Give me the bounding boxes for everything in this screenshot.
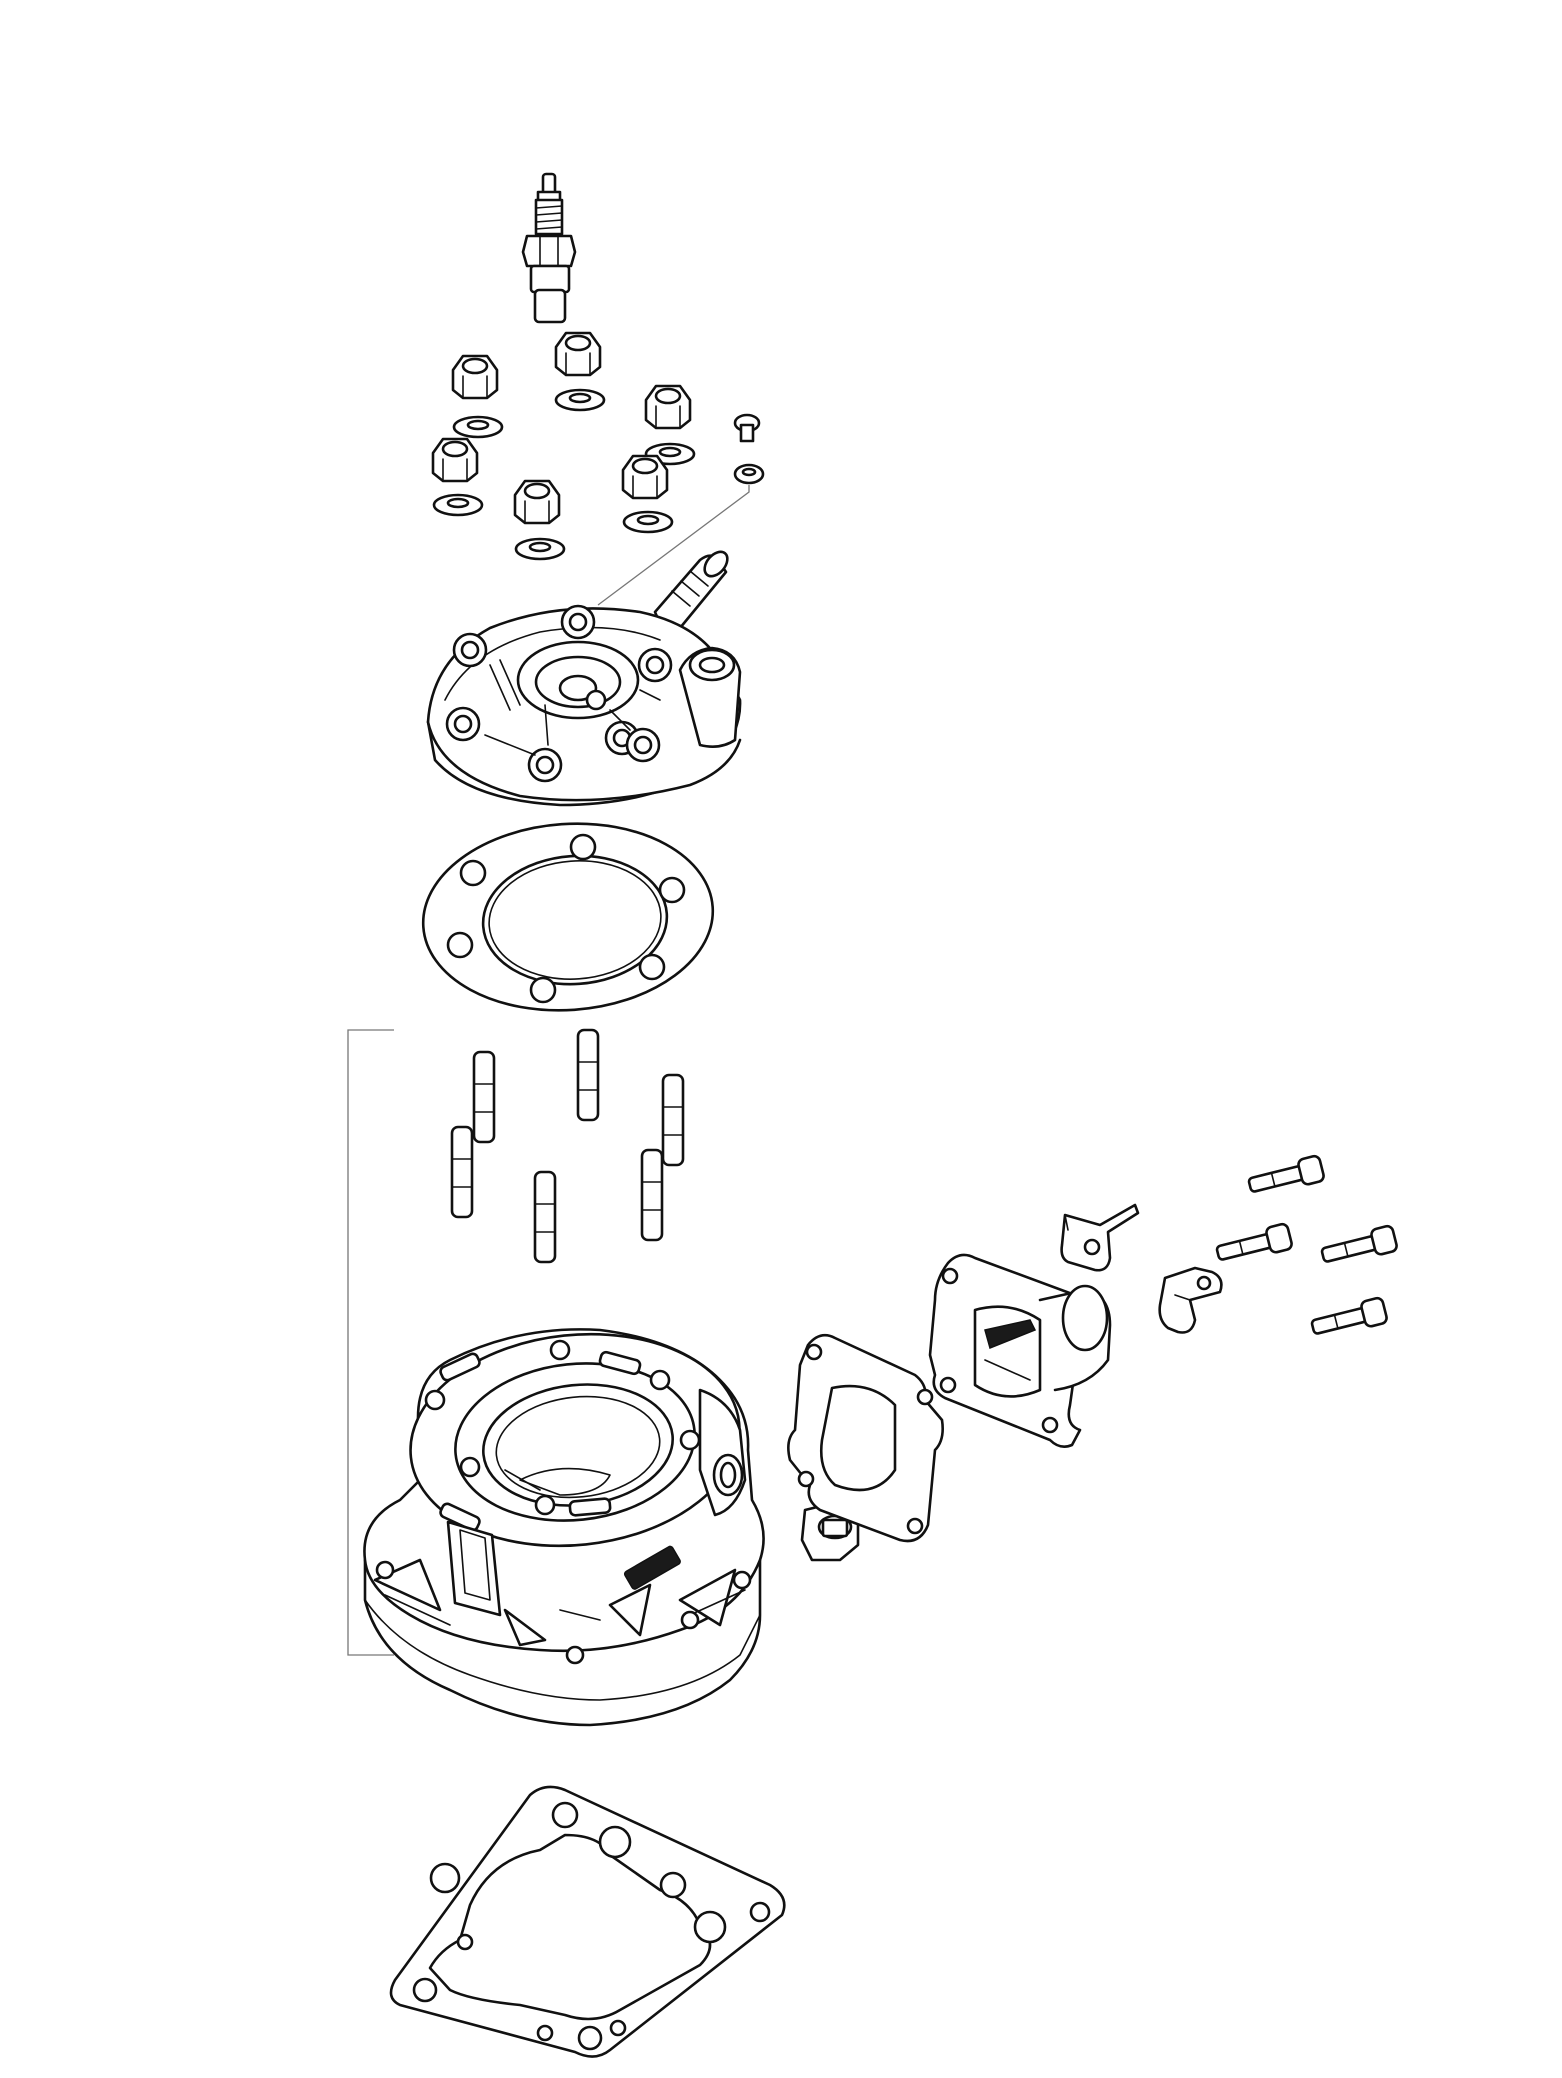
bolt (1320, 1224, 1398, 1263)
base-gasket (389, 1785, 786, 2058)
drain-plug (800, 1500, 860, 1562)
head-nut (621, 454, 674, 534)
water-fitting (653, 550, 729, 634)
head-nuts (431, 331, 696, 561)
bleed-screw (733, 413, 765, 485)
spark-plug (521, 172, 577, 324)
cylinder (363, 1328, 765, 1727)
head-nut (554, 331, 606, 412)
head-nut (513, 479, 566, 561)
stud (472, 1050, 496, 1144)
intake-gasket (787, 1333, 944, 1543)
stud (450, 1125, 474, 1219)
cylinder-head (426, 604, 742, 807)
mounting-bracket (1060, 1203, 1140, 1272)
head-nut (644, 384, 696, 466)
stud (533, 1170, 557, 1264)
mounting-bracket (1158, 1266, 1223, 1334)
bolt (1310, 1296, 1388, 1335)
head-nut (451, 354, 504, 439)
stud (661, 1073, 685, 1167)
studs (450, 1028, 685, 1264)
group-bracket (347, 1029, 394, 1656)
bolts (1215, 1154, 1398, 1335)
stud (640, 1148, 664, 1242)
head-nut (431, 437, 484, 517)
leader-line (597, 485, 750, 606)
head-gasket (421, 822, 715, 1012)
intake-manifold (928, 1253, 1112, 1448)
bolt (1215, 1222, 1293, 1261)
stud (576, 1028, 600, 1122)
bolt (1247, 1154, 1325, 1193)
